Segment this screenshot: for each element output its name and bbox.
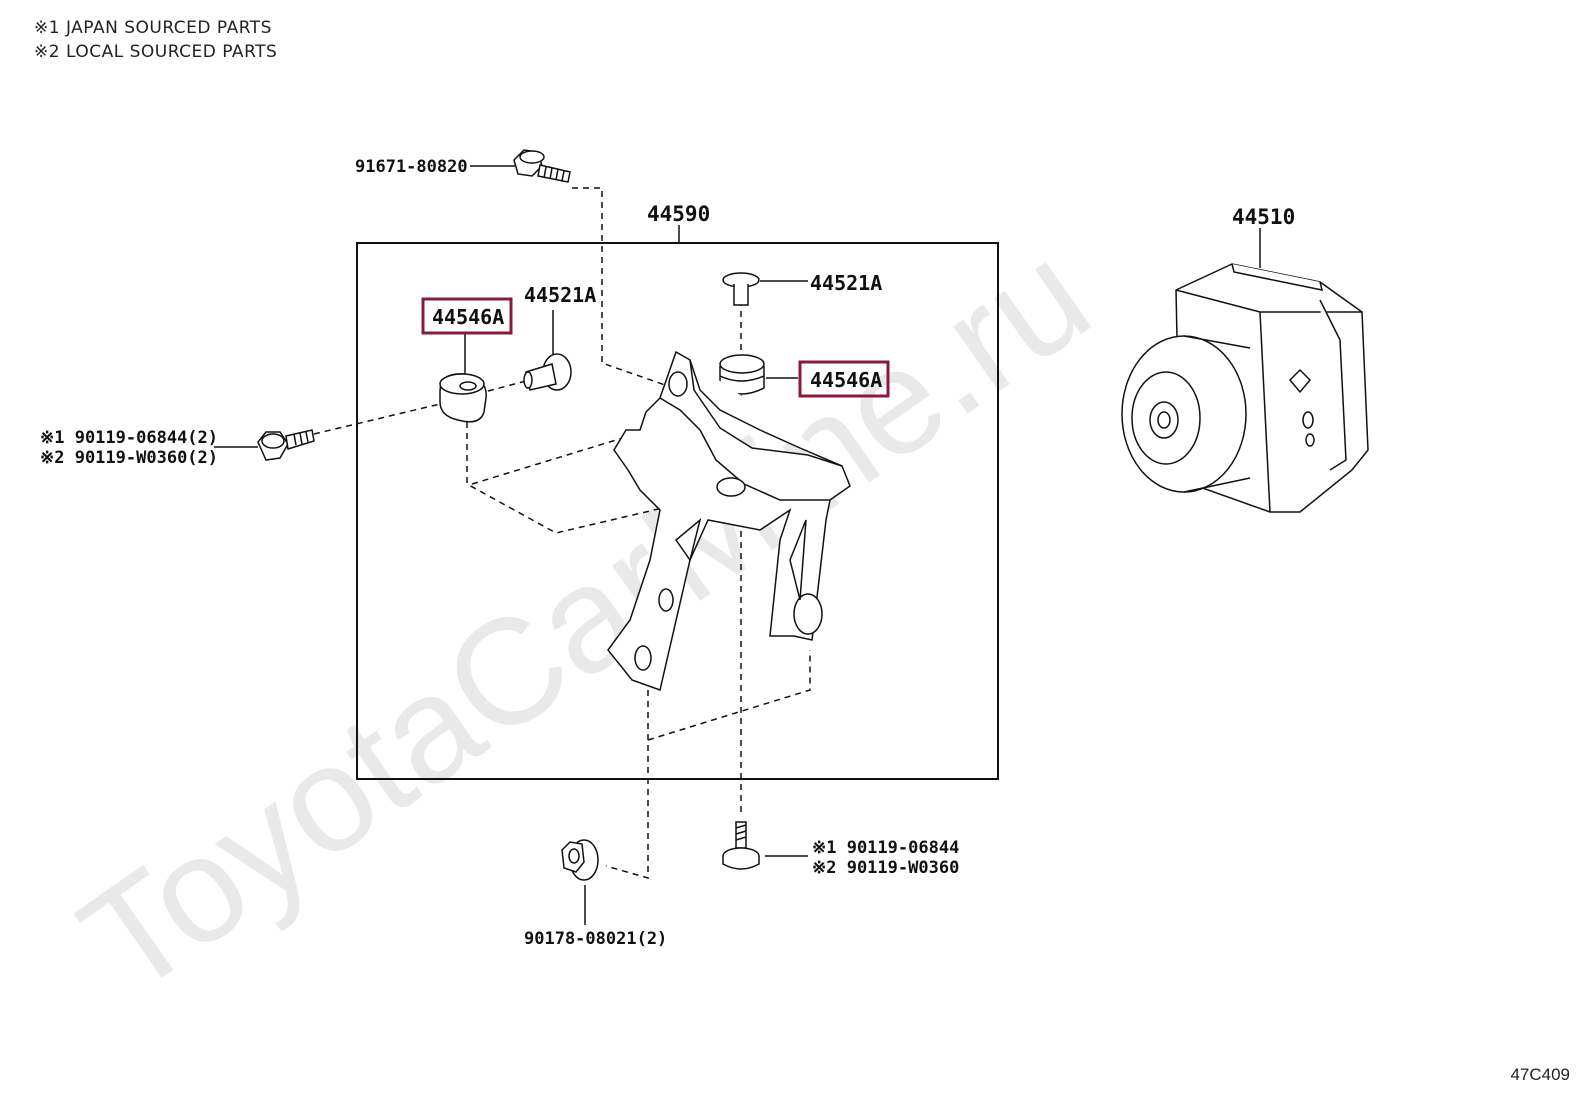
label-90119-06844-left[interactable]: ※1 90119-06844(2): [40, 428, 218, 448]
label-91671-80820[interactable]: 91671-80820: [355, 157, 468, 177]
diagram-code: 47C409: [1510, 1065, 1570, 1084]
collar-left-icon: [523, 353, 572, 391]
legend-japan-sourced: ※1 JAPAN SOURCED PARTS: [34, 18, 272, 38]
label-90119-w0360-bottom[interactable]: ※2 90119-W0360: [812, 858, 959, 878]
flange-nut-icon: [561, 839, 599, 881]
bracket-group-box: [356, 242, 999, 780]
label-44546a-right[interactable]: 44546A: [810, 368, 882, 392]
flange-bolt-icon: [513, 149, 571, 183]
label-44521a-left[interactable]: 44521A: [524, 283, 596, 307]
label-90119-06844-bottom[interactable]: ※1 90119-06844: [812, 838, 959, 858]
label-44521a-right[interactable]: 44521A: [810, 271, 882, 295]
legend-local-sourced: ※2 LOCAL SOURCED PARTS: [34, 42, 278, 62]
highlight-box-right: [798, 360, 890, 398]
abs-bracket-icon: [607, 350, 851, 691]
label-44590[interactable]: 44590: [647, 202, 710, 226]
hex-bolt-left-icon: [257, 429, 315, 461]
label-90119-w0360-left[interactable]: ※2 90119-W0360(2): [40, 448, 218, 468]
highlight-box-left: [421, 297, 513, 335]
cushion-left-icon: [439, 373, 487, 423]
leader-lines: [214, 165, 808, 925]
label-90178-08021[interactable]: 90178-08021(2): [524, 929, 667, 949]
collar-right-icon: [722, 272, 760, 306]
label-44546a-left[interactable]: 44546A: [432, 305, 504, 329]
abs-actuator-icon: [1121, 263, 1369, 513]
hex-bolt-bottom-icon: [722, 821, 760, 870]
label-44510[interactable]: 44510: [1232, 205, 1295, 229]
